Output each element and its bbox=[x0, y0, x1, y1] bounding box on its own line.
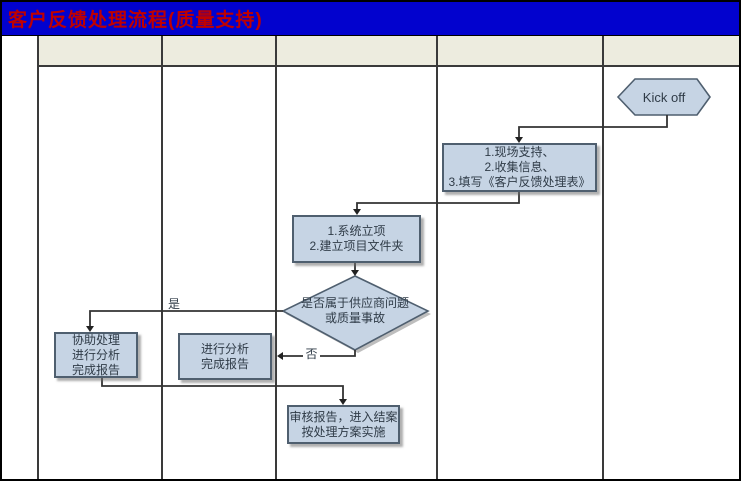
connector-support-project bbox=[356, 192, 520, 210]
node-project-setup[interactable] bbox=[292, 215, 421, 263]
lane-divider-5 bbox=[602, 36, 604, 479]
connector-decision-assist bbox=[89, 310, 283, 327]
node-assist-handle[interactable] bbox=[54, 332, 138, 378]
kickoff-label: Kick off bbox=[642, 89, 686, 105]
arrowhead-left-5 bbox=[277, 352, 283, 360]
page-title: 客户反馈处理流程(质量支持) bbox=[8, 10, 263, 31]
node-analyze-report[interactable] bbox=[178, 333, 272, 380]
arrowhead-down-3 bbox=[351, 270, 359, 276]
title-bar: 客户反馈处理流程(质量支持) bbox=[2, 2, 739, 36]
decision-label: 是否属于供应商问题 或质量事故 bbox=[300, 296, 409, 325]
lane-divider-1 bbox=[37, 36, 39, 479]
branch-label-no: 否 bbox=[303, 347, 320, 362]
lane-divider-4 bbox=[436, 36, 438, 479]
arrowhead-down-2 bbox=[353, 209, 361, 215]
connector-assist-review bbox=[101, 378, 344, 400]
assist-handle-label: 协助处理 进行分析 完成报告 bbox=[71, 332, 120, 377]
analyze-report-label: 进行分析 完成报告 bbox=[200, 341, 249, 371]
project-setup-label: 1.系统立项 2.建立项目文件夹 bbox=[309, 224, 404, 253]
node-field-support[interactable] bbox=[442, 143, 597, 192]
branch-label-yes: 是 bbox=[167, 297, 180, 311]
node-review-close[interactable] bbox=[287, 405, 400, 444]
lane-header-row bbox=[37, 36, 739, 67]
lane-divider-3 bbox=[275, 36, 277, 479]
connector-kickoff-support bbox=[518, 115, 668, 138]
lane-divider-2 bbox=[161, 36, 163, 479]
arrowhead-down-1 bbox=[515, 137, 523, 143]
kickoff-hexagon[interactable] bbox=[616, 78, 711, 116]
arrowhead-down-4 bbox=[86, 326, 94, 332]
arrowhead-down-6 bbox=[339, 399, 347, 405]
field-support-label: 1.现场支持、 2.收集信息、 3.填写《客户反馈处理表》 bbox=[448, 145, 591, 189]
review-close-label: 审核报告，进入结案 按处理方案实施 bbox=[289, 409, 398, 439]
